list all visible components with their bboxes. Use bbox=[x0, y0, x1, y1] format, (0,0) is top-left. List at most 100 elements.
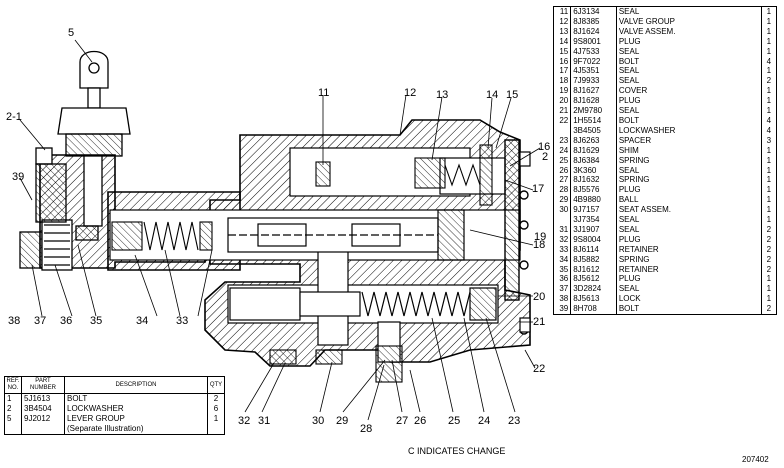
cell-ref: 24 bbox=[554, 145, 572, 156]
change-note: C INDICATES CHANGE bbox=[408, 446, 506, 456]
callout-34: 34 bbox=[136, 315, 148, 327]
cell-pn: 1H5514 bbox=[570, 115, 617, 126]
upper-spool bbox=[227, 209, 465, 261]
cell-pn: 3D2824 bbox=[570, 284, 617, 295]
cell-ref bbox=[5, 424, 22, 434]
cell-qty: 1 bbox=[766, 155, 772, 165]
callout-5: 5 bbox=[68, 27, 74, 39]
cell-desc: LOCKWASHER bbox=[616, 125, 762, 136]
callout-22: 22 bbox=[533, 363, 545, 375]
cell-qty: 1 bbox=[766, 106, 772, 116]
table-row: (Separate Illustration) bbox=[5, 424, 224, 434]
cell-qty: 1 bbox=[766, 165, 772, 175]
cell-ref: 22 bbox=[554, 115, 572, 126]
cell-qty: 1 bbox=[766, 7, 772, 16]
cell-qty: 1 bbox=[766, 284, 772, 294]
cell-qty: 3 bbox=[766, 135, 772, 145]
callout-19: 19 bbox=[534, 231, 546, 243]
cell-desc: BOLT bbox=[616, 304, 762, 315]
cell-ref: 17 bbox=[554, 66, 572, 77]
cell-desc: SEAL bbox=[616, 76, 762, 87]
cell-desc: SEAL bbox=[616, 7, 762, 17]
cell-pn: 9F7022 bbox=[570, 56, 617, 67]
cell-pn: 8J6263 bbox=[570, 135, 617, 146]
cell-desc: SPRING bbox=[616, 254, 762, 265]
callout-31: 31 bbox=[258, 415, 270, 427]
cell-desc: SEAL bbox=[616, 215, 762, 225]
left-plug-assembly bbox=[19, 147, 73, 271]
cell-qty: 1 bbox=[766, 46, 772, 56]
cell-pn: 2M9780 bbox=[570, 106, 617, 116]
cell-desc: SEAL bbox=[616, 66, 762, 77]
cell-pn: 9S8001 bbox=[570, 36, 617, 47]
cell-qty: 2 bbox=[766, 76, 772, 86]
cell-pn: 3J7354 bbox=[570, 215, 617, 225]
cell-qty: 1 bbox=[766, 175, 772, 185]
cell-ref: 23 bbox=[554, 135, 572, 146]
cell-qty: 1 bbox=[766, 96, 772, 106]
callout-32: 32 bbox=[238, 415, 250, 427]
cell-desc: SEAL bbox=[616, 46, 762, 57]
cell-pn: 8J1628 bbox=[570, 96, 617, 107]
cell-ref: 1 bbox=[5, 393, 22, 404]
cell-ref: 2 bbox=[5, 404, 22, 414]
cell-pn: 8J6114 bbox=[570, 244, 617, 255]
cell-ref: 13 bbox=[554, 26, 572, 37]
callout-14: 14 bbox=[486, 89, 498, 101]
cell-qty: 4 bbox=[766, 115, 772, 125]
callout-17: 17 bbox=[532, 183, 544, 195]
cell-desc: SEAL bbox=[616, 224, 762, 235]
callout-20: 20 bbox=[533, 291, 545, 303]
callout-labels: 5 2-1 39 11 12 13 14 15 16 2 17 18 19 20… bbox=[6, 27, 550, 435]
lower-spool bbox=[229, 287, 497, 321]
cell-desc: VALVE GROUP bbox=[616, 16, 762, 27]
callout-12: 12 bbox=[404, 87, 416, 99]
small-plugs bbox=[269, 161, 403, 383]
callout-16: 16 bbox=[538, 141, 550, 153]
cell-desc: SEAL bbox=[616, 284, 762, 295]
callout-2: 2 bbox=[542, 151, 548, 163]
callout-30: 30 bbox=[312, 415, 324, 427]
cell-pn: 3B4505 bbox=[570, 125, 617, 136]
cell-ref: 15 bbox=[554, 46, 572, 57]
cell-pn: 8H708 bbox=[570, 304, 617, 315]
callout-36: 36 bbox=[60, 315, 72, 327]
cell-desc: COVER bbox=[616, 86, 762, 97]
cell-desc: BOLT bbox=[616, 56, 762, 67]
figure-number: 207402 bbox=[742, 455, 769, 464]
cell-ref: 31 bbox=[554, 224, 572, 235]
cell-ref: 21 bbox=[554, 106, 572, 116]
lever-group-5 bbox=[57, 50, 131, 241]
cell-qty: 1 bbox=[213, 414, 219, 423]
cell-ref bbox=[554, 125, 572, 136]
cell-ref: 38 bbox=[554, 294, 572, 305]
callout-13: 13 bbox=[436, 89, 448, 101]
cell-ref: 29 bbox=[554, 195, 572, 206]
cell-pn: 8J1627 bbox=[570, 86, 617, 97]
cell-desc: PLUG bbox=[616, 234, 762, 245]
header-part-number: PART NUMBER bbox=[21, 377, 65, 394]
cell-ref: 33 bbox=[554, 244, 572, 255]
cell-ref: 25 bbox=[554, 155, 572, 166]
cell-ref: 37 bbox=[554, 284, 572, 295]
cell-desc: LOCK bbox=[616, 294, 762, 305]
cell-ref: 30 bbox=[554, 205, 572, 216]
callout-39: 39 bbox=[12, 171, 24, 183]
